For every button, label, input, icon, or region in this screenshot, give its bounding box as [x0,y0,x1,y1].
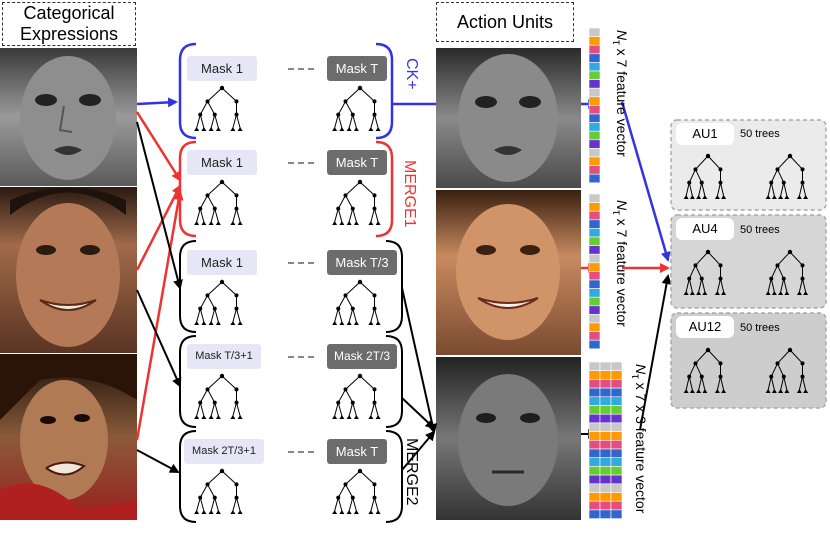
ellipsis-dashes [288,451,314,453]
feature-vector-merge2 [588,361,623,519]
label-ck: CK+ [403,58,420,90]
decision-tree-icon [194,179,243,225]
mask-box-g3-left: Mask 1 [187,250,257,275]
decision-tree-icon [683,153,727,199]
feature-vectors [588,27,623,519]
decision-tree-icon [332,179,381,225]
mask-box-g3-right: Mask T/3 [327,250,397,275]
arrow-merge1-in-3 [135,190,184,441]
decision-tree-icon [765,347,809,393]
arrow-merge2-out-2 [401,397,436,430]
decision-tree-icon [332,279,381,325]
fv3-label: Nτ x 7 x 3 feature vector [629,364,649,514]
arrow-fv3-out [639,274,672,431]
header-categorical-expressions: Categorical Expressions [2,2,136,46]
ellipsis-dashes [288,162,314,164]
group-brackets [178,42,403,523]
label-merge1: MERGE1 [401,160,418,228]
decision-tree-icon [765,249,809,295]
mask-box-g4-right: Mask 2T/3 [327,344,397,369]
au1-trees-count: 50 trees [740,128,780,140]
au12-trees-count: 50 trees [740,322,780,334]
decision-tree-icon [683,347,727,393]
ellipsis-dashes [288,356,314,358]
header-line-1: Categorical [23,3,115,23]
arrow-merge2-out-3 [401,430,436,471]
ellipsis-dashes [288,68,314,70]
arrow-fv1-out [620,101,671,262]
decision-tree-icon [194,373,243,419]
input-face-disgust [0,354,137,520]
au1-label: AU1 [676,123,734,145]
connector-arrows [135,97,672,473]
mask-box-g1-left: Mask 1 [187,56,257,81]
header-line-2: Expressions [19,24,119,44]
au4-label: AU4 [676,218,734,240]
feature-vector-ck [588,27,601,184]
header-action-units-text: Action Units [456,12,554,32]
arrow-ck-in [136,97,178,108]
mask-box-g1-right: Mask T [327,56,387,81]
arrow-merge2-out-1 [401,287,438,434]
input-face-happy [0,187,137,353]
mask-box-g5-left: Mask 2T/3+1 [184,439,264,464]
decision-tree-icon [194,468,243,514]
label-merge2: MERGE2 [403,438,420,506]
decision-tree-icon [765,153,809,199]
mask-box-g4-left: Mask T/3+1 [187,344,261,369]
header-action-units: Action Units [436,2,574,42]
decision-tree-icon [332,85,381,131]
decision-tree-icon [194,85,243,131]
ellipsis-dashes [288,262,314,264]
decision-tree-icon [683,249,727,295]
arrow-merge1-in-2 [135,184,182,271]
mask-box-g5-right: Mask T [327,439,387,464]
decision-tree-icon [194,279,243,325]
mask-groups [194,85,381,514]
mask-box-g2-right: Mask T [327,150,387,175]
fv2-label: Nτ x 7 feature vector [610,200,630,327]
decision-tree-icon [332,373,381,419]
au-forests [683,153,809,393]
au-face-neutral [436,357,581,520]
arrow-merge2-in-1 [136,121,183,290]
au12-label: AU12 [676,316,734,338]
arrow-merge1-in-1 [135,111,182,182]
au-face-happy [436,190,581,355]
arrow-merge2-in-2 [136,289,182,388]
arrow-merge2-in-3 [136,449,180,473]
input-face-fear [0,48,137,186]
fv1-label: Nτ x 7 feature vector [610,30,630,157]
decision-tree-icon [332,468,381,514]
mask-box-g2-left: Mask 1 [187,150,257,175]
feature-vector-merge1 [588,193,601,350]
au-face-fear [436,48,581,188]
au4-trees-count: 50 trees [740,224,780,236]
